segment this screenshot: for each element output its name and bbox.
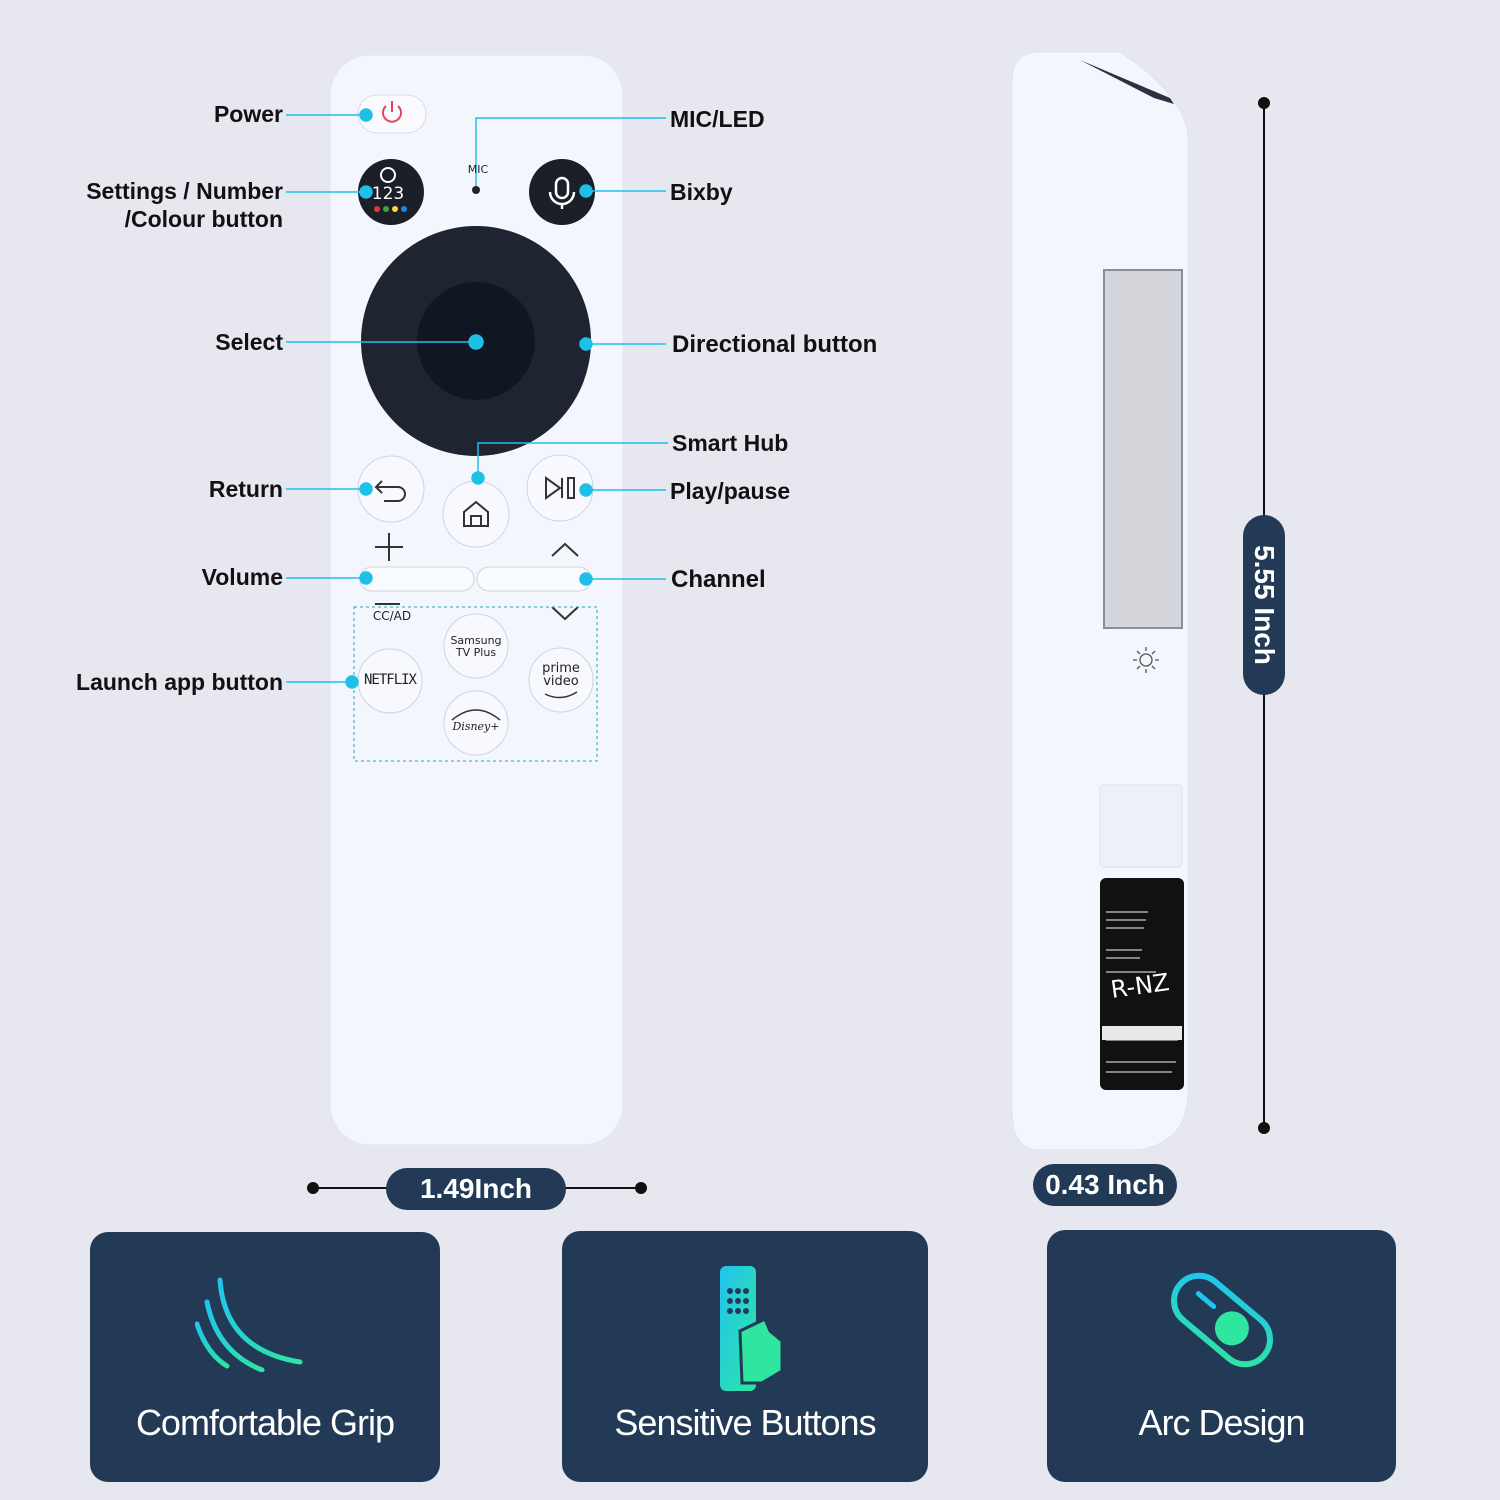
disney-arc [451,709,501,721]
height-pill-bg [1243,515,1285,695]
callout-play-pause: Play/pause [670,478,791,504]
number-label: 123 [371,184,405,204]
remote-side-top-edge [1080,60,1174,104]
feature-card-grip: Comfortable Grip [90,1232,440,1482]
callout-smart-hub: Smart Hub [672,430,789,456]
side-panel [1099,784,1183,868]
feature-card-arc: Arc Design [1047,1230,1396,1482]
plus-icon [375,533,403,561]
microphone-icon [548,176,576,209]
feature-card-buttons: Sensitive Buttons [562,1231,928,1482]
callout-power: Power [213,101,283,127]
bixby-button[interactable] [529,159,595,225]
feature-label: Arc Design [1138,1402,1305,1443]
feature-label: Comfortable Grip [135,1402,395,1443]
curve-lines-icon [195,1277,303,1372]
home-icon [463,500,489,527]
mic-label: MIC [467,163,489,176]
callout-launch-app: Launch app button [76,669,283,695]
power-icon [382,101,402,123]
arc-remote-icon [1170,1272,1273,1368]
callout-lines [286,108,668,689]
gear-icon [380,167,396,183]
play-pause-icon [545,476,575,500]
prime-label-1: prime [542,661,580,676]
hand-remote-icon [720,1266,784,1391]
width-dimension-label: 1.49Inch [386,1168,566,1210]
return-icon [374,480,406,502]
depth-dimension-label: 0.43 Inch [1033,1164,1177,1206]
colour-dots [374,206,407,212]
height-dimension-label: 5.55 Inch [1249,545,1280,665]
mic-led [472,186,480,194]
prime-smile [544,691,578,699]
power-button[interactable] [357,94,427,134]
prime-label-2: video [543,674,579,689]
callout-select: Select [215,329,283,355]
samsung-tv-plus-button[interactable] [443,613,509,679]
callout-directional: Directional button [672,331,878,358]
callout-volume: Volume [201,564,283,590]
cc-ad-label: CC/AD [372,609,412,623]
chevron-down-icon [551,606,579,621]
callout-channel: Channel [671,566,766,593]
callout-bixby: Bixby [670,179,733,205]
samsung-label-2: TV Plus [455,646,497,659]
callout-return: Return [208,476,283,502]
disney-plus-button[interactable] [443,690,509,756]
volume-rocker[interactable] [359,566,475,592]
callout-settings-1: Settings / Number [86,178,283,204]
label-band [1102,1026,1182,1040]
light-sensor-icon [1133,647,1159,673]
feature-label: Sensitive Buttons [614,1402,876,1443]
disney-label: Disney+ [452,720,500,733]
samsung-label-1: Samsung [450,634,502,647]
callout-mic-led: MIC/LED [670,106,765,132]
prime-video-button[interactable] [528,647,594,713]
netflix-label: NETFLIX [363,672,417,688]
battery-window [1103,269,1183,629]
callout-settings-2: /Colour button [124,206,283,232]
chevron-up-icon [551,542,579,557]
channel-rocker[interactable] [476,566,592,592]
smart-hub-button[interactable] [442,480,510,548]
